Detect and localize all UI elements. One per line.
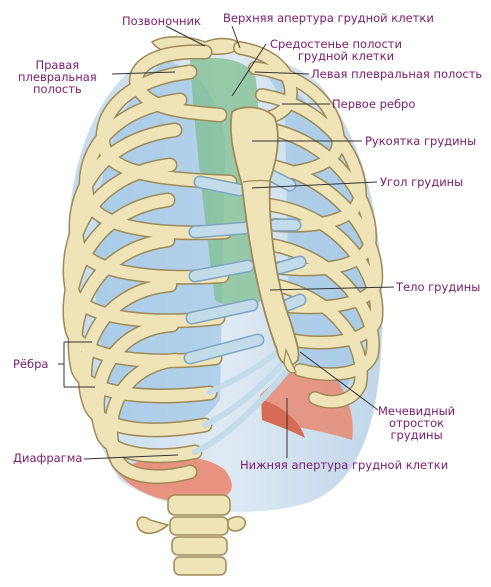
label-sternal-angle: Угол грудины bbox=[380, 175, 464, 189]
label-right-pleura-line1: Правая bbox=[35, 58, 80, 72]
leader-lines bbox=[58, 25, 395, 460]
label-mediastinum-line2: грудной клетки bbox=[297, 49, 395, 63]
label-right-pleura: Правая плевральная полость bbox=[18, 59, 97, 95]
label-xiphoid-line2: отросток bbox=[389, 416, 445, 430]
sternum bbox=[229, 106, 300, 374]
label-ribs: Рёбра bbox=[13, 357, 49, 371]
label-first-rib: Первое ребро bbox=[332, 97, 416, 111]
label-lower-aperture: Нижняя апертура грудной клетки bbox=[240, 458, 449, 472]
label-xiphoid-line3: грудины bbox=[390, 428, 443, 442]
vertebral-column bbox=[136, 494, 247, 576]
label-vertebra: Позвоночник bbox=[122, 14, 201, 28]
label-xiphoid: Мечевидный отросток грудины bbox=[378, 405, 455, 441]
left-ribs bbox=[233, 41, 384, 409]
label-xiphoid-line1: Мечевидный bbox=[378, 404, 456, 418]
label-manubrium: Рукоятка грудины bbox=[365, 134, 477, 148]
label-sternum-body: Тело грудины bbox=[396, 280, 481, 294]
costal-cartilages bbox=[183, 168, 307, 455]
label-right-pleura-line3: полость bbox=[32, 82, 82, 96]
label-upper-aperture: Верхняя апертура грудной клетки bbox=[223, 11, 434, 25]
diaphragm-dome bbox=[262, 400, 305, 438]
label-diaphragm: Диафрагма bbox=[13, 451, 83, 465]
label-left-pleura: Левая плевральная полость bbox=[311, 67, 483, 81]
label-right-pleura-line2: плевральная bbox=[18, 70, 97, 84]
label-mediastinum-line1: Средостенье полости bbox=[270, 37, 402, 51]
label-mediastinum: Средостенье полости грудной клетки bbox=[270, 38, 402, 62]
